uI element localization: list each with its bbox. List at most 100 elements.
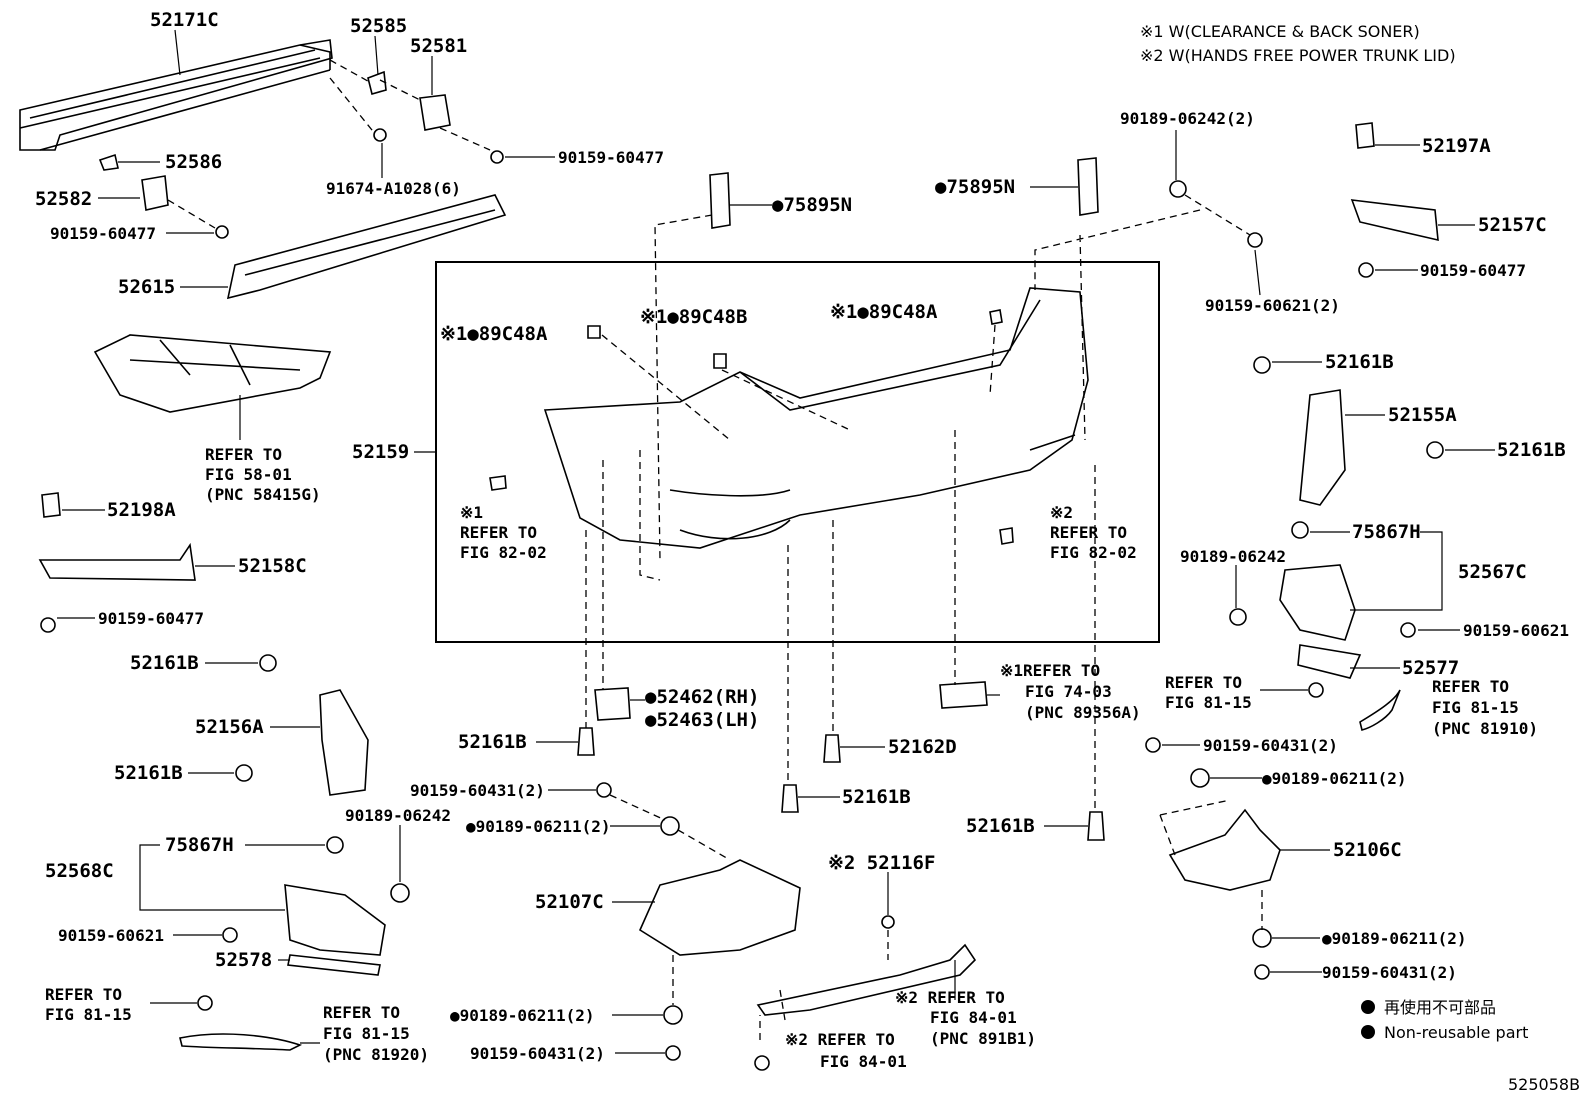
ref-58-1: REFER TO <box>205 445 282 464</box>
ref-81-right-3: REFER TO <box>1432 677 1509 696</box>
dash-wire-891B1 <box>759 930 889 1040</box>
leader-52585 <box>374 35 379 76</box>
leader-90159-60621-top <box>1254 249 1261 296</box>
label-52462: ●52462(RH) <box>645 686 759 708</box>
label-75895N-left: ●75895N <box>772 194 852 216</box>
part-52198A <box>41 492 61 518</box>
ref-84-1: ※2 REFER TO <box>895 988 1005 1007</box>
label-52581: 52581 <box>410 35 467 57</box>
label-52161B-c1: 52161B <box>458 731 527 753</box>
label-52159: 52159 <box>352 441 409 463</box>
ref-81-left-4: FIG 81-15 <box>323 1024 410 1043</box>
ref-81-right-2: FIG 81-15 <box>1165 693 1252 712</box>
label-90159-60621-2: 90159-60621(2) <box>1205 296 1340 315</box>
label-90189-06242-2: 90189-06242(2) <box>1120 109 1255 128</box>
part-75895N-right <box>1077 157 1099 216</box>
clip-75867H-left <box>326 836 344 854</box>
label-52197A: 52197A <box>1422 135 1491 157</box>
bolt-90159-60621-left <box>222 927 238 943</box>
part-52568C <box>284 884 386 956</box>
part-52116F <box>881 915 895 929</box>
dash-52581 <box>379 79 491 151</box>
label-90159-60477-left2: 90159-60477 <box>98 609 204 628</box>
dash-52582 <box>167 199 216 229</box>
ref-74-2: FIG 74-03 <box>1025 682 1112 701</box>
bolt-90159-60621-top <box>1247 232 1263 248</box>
ref-74-3: (PNC 89356A) <box>1025 703 1141 722</box>
label-52161B-l1: 52161B <box>130 652 199 674</box>
bolt-90159-60477-right <box>1358 262 1374 278</box>
part-52156A <box>319 689 369 796</box>
label-52585: 52585 <box>350 15 407 37</box>
label-90159-60431-right: 90159-60431(2) <box>1203 736 1338 755</box>
clip-52162D <box>823 734 841 763</box>
part-89C48A-right <box>989 309 1003 325</box>
clip-52161B-l2 <box>235 764 253 782</box>
label-52107C: 52107C <box>535 891 604 913</box>
ref-81-left-2: FIG 81-15 <box>45 1005 132 1024</box>
label-91674: 91674-A1028(6) <box>326 179 461 198</box>
label-52162D: 52162D <box>888 736 957 758</box>
ref-84-3: (PNC 891B1) <box>930 1029 1036 1048</box>
label-52567C: 52567C <box>1458 561 1527 583</box>
label-52157C: 52157C <box>1478 214 1547 236</box>
ref-82-left-1: ※1 <box>460 503 483 522</box>
label-52161B-r1: 52161B <box>1325 351 1394 373</box>
label-89C48A-right: ※1●89C48A <box>830 301 938 323</box>
bolt-90159-60431-right <box>1145 737 1161 753</box>
label-90159-60621-right: 90159-60621 <box>1463 621 1569 640</box>
clip-ref-81-right <box>1308 682 1324 698</box>
dash-bumper-verticals <box>585 430 1096 812</box>
ref-81-right-1: REFER TO <box>1165 673 1242 692</box>
label-52161B-l2: 52161B <box>114 762 183 784</box>
part-75895N-left <box>709 172 731 229</box>
ref-82-right-3: FIG 82-02 <box>1050 543 1137 562</box>
part-52585 <box>367 70 387 95</box>
label-75867H-right: 75867H <box>1352 521 1421 543</box>
label-90159-60477-top: 90159-60477 <box>558 148 664 167</box>
clip-75867H-right <box>1291 521 1309 539</box>
label-52463: ●52463(LH) <box>645 709 759 731</box>
part-ref-74-03 <box>939 681 988 709</box>
part-ref-82-left <box>489 475 507 491</box>
label-75867H-left: 75867H <box>165 834 234 856</box>
clip-52161B-c1 <box>577 727 595 756</box>
bolt-90159-60431-right-b <box>1254 964 1270 980</box>
clip-52161B-c2 <box>781 784 799 813</box>
clip-52161B-c3 <box>1087 811 1105 841</box>
ref-82-left-2: REFER TO <box>460 523 537 542</box>
label-52198A: 52198A <box>107 499 176 521</box>
ref-81-left-3: REFER TO <box>323 1003 400 1022</box>
label-90159-60621-left: 90159-60621 <box>58 926 164 945</box>
part-89C48A-left <box>587 325 601 339</box>
part-52197A <box>1355 122 1375 149</box>
ref-74-1: ※1REFER TO <box>1000 661 1100 680</box>
ref-84-2: FIG 84-01 <box>930 1008 1017 1027</box>
clip-52161B-r2 <box>1426 441 1444 459</box>
ref-81-right-5: (PNC 81910) <box>1432 719 1538 738</box>
part-under-cover <box>93 334 332 413</box>
ref-81-left-5: (PNC 81920) <box>323 1045 429 1064</box>
part-52586 <box>98 153 119 171</box>
legend-dot-icon <box>1361 1025 1375 1039</box>
part-52171C <box>19 39 333 151</box>
label-90159-60477-right: 90159-60477 <box>1420 261 1526 280</box>
part-52581 <box>419 94 451 131</box>
dash-89C48A-left <box>601 334 731 441</box>
label-52582: 52582 <box>35 188 92 210</box>
label-90159-60431-left-b: 90159-60431(2) <box>470 1044 605 1063</box>
part-52157C <box>1350 199 1439 242</box>
note-2: ※2 W(HANDS FREE POWER TRUNK LID) <box>1140 46 1456 65</box>
label-52171C: 52171C <box>150 9 219 31</box>
label-52568C: 52568C <box>45 860 114 882</box>
ref-82-left-3: FIG 82-02 <box>460 543 547 562</box>
ref-58-2: FIG 58-01 <box>205 465 292 484</box>
clip-ref-84-left <box>754 1055 770 1071</box>
label-90159-60431-left: 90159-60431(2) <box>410 781 545 800</box>
nut-90189-06211-left <box>660 816 680 836</box>
bolt-90159-60621-right <box>1400 622 1416 638</box>
legend-jp: 再使用不可部品 <box>1384 998 1496 1017</box>
nut-90189-06211-left-b <box>663 1005 683 1025</box>
figure-id: 525058B <box>1508 1075 1580 1094</box>
ref-58-3: (PNC 58415G) <box>205 485 321 504</box>
